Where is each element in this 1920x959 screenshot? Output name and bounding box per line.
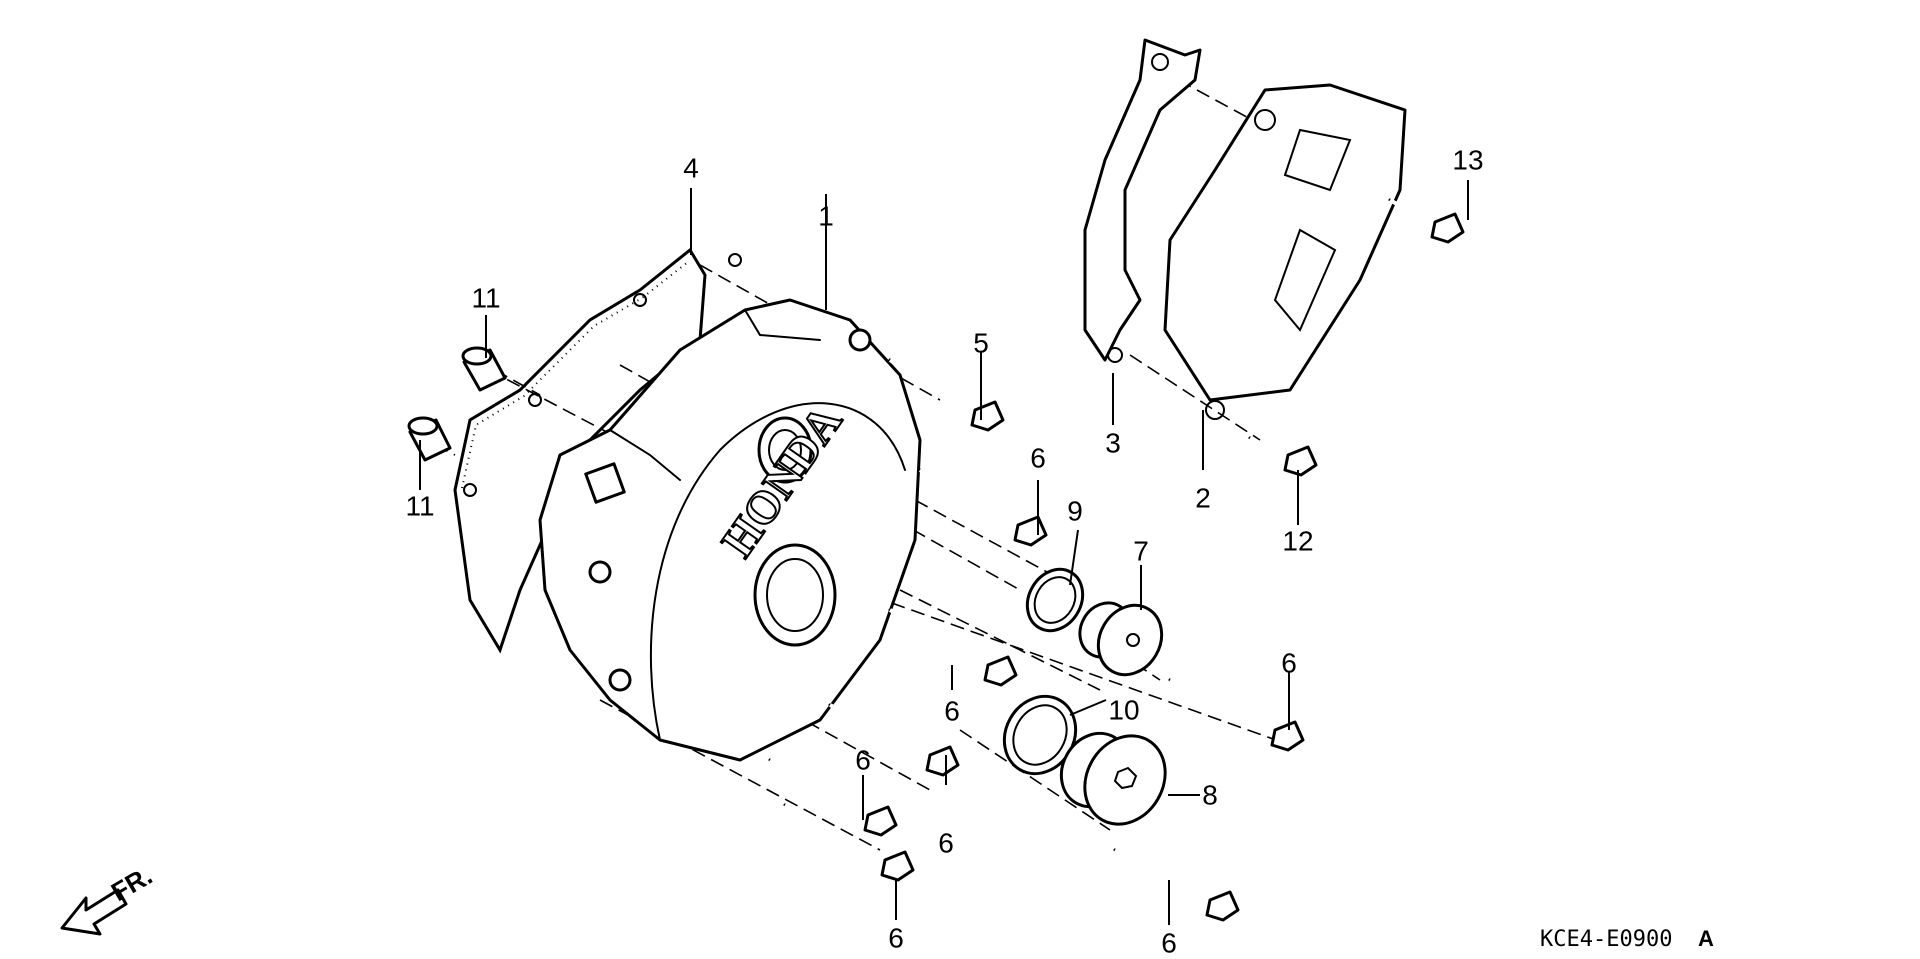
drawing-code-block: KCE4-E0900 A	[1540, 926, 1714, 952]
bolt-part-6-f	[1168, 678, 1305, 752]
cap-part-8	[1059, 731, 1167, 826]
callout-6-a: 6	[1030, 442, 1046, 473]
callout-4: 4	[683, 152, 699, 183]
callout-13: 13	[1452, 144, 1483, 175]
bolt-part-12	[1248, 436, 1318, 477]
callout-6-f: 6	[1281, 647, 1297, 678]
callout-6-g: 6	[1161, 927, 1177, 958]
sprocket-guide-part-3	[1083, 38, 1202, 363]
callout-12: 12	[1282, 525, 1313, 556]
bolt-part-6-e	[783, 803, 915, 882]
drawing-code: KCE4-E0900	[1540, 927, 1672, 952]
o-ring-part-9	[1025, 567, 1085, 633]
callout-7: 7	[1133, 535, 1149, 566]
callout-11-lower: 11	[405, 490, 434, 521]
bolt-part-6-d	[768, 758, 898, 837]
front-direction-indicator: FR.	[60, 860, 157, 936]
sprocket-cover-part-2	[1163, 83, 1407, 420]
bolt-part-5	[888, 358, 1005, 432]
callout-11-upper: 11	[471, 282, 500, 313]
dowel-pin-part-11-lower	[407, 416, 452, 462]
leader-lines	[419, 180, 1469, 925]
callout-1: 1	[818, 200, 834, 231]
callout-6-c: 6	[855, 744, 871, 775]
front-arrow-icon	[60, 888, 128, 936]
bolt-part-6-c	[828, 703, 960, 777]
callout-2: 2	[1195, 482, 1211, 513]
callout-6-b: 6	[944, 695, 960, 726]
bolt-part-13	[1388, 198, 1465, 244]
callout-3: 3	[1105, 427, 1121, 458]
callout-6-e: 6	[888, 922, 904, 953]
crankcase-cover-part-1: HONDA	[538, 298, 922, 762]
drawing-code-suffix: A	[1698, 926, 1714, 951]
callout-10: 10	[1108, 694, 1139, 725]
dowel-pin-part-11-upper	[461, 346, 507, 392]
bolt-part-6-g	[1113, 848, 1240, 922]
callout-6-d: 6	[938, 827, 954, 858]
callout-8: 8	[1202, 779, 1218, 810]
callout-labels: 1 2 3 4 5 6 6 6 6 6 6 6 7 8 9 10 11 11 1…	[405, 144, 1483, 958]
callout-5: 5	[973, 327, 989, 358]
callout-9: 9	[1067, 495, 1083, 526]
bolt-part-6-a	[918, 468, 1048, 547]
cap-part-7	[1078, 601, 1164, 677]
bolt-part-6-b	[888, 608, 1018, 687]
